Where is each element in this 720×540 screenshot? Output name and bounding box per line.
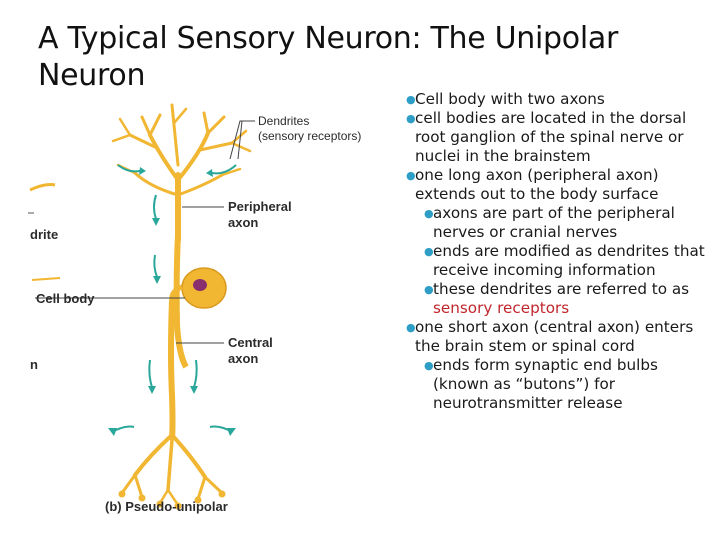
label-peripheral-axon: axon xyxy=(228,215,258,230)
peripheral-axon xyxy=(173,234,189,369)
bullet-text: these dendrites are referred to as xyxy=(433,280,690,298)
left-panel-fragment xyxy=(31,277,61,281)
bullet-text: Cell body with two axons xyxy=(415,90,605,108)
label-central: Central xyxy=(228,335,273,350)
bullet-list: ●Cell body with two axons ●cell bodies a… xyxy=(398,90,716,413)
axon-terminals xyxy=(120,433,224,507)
impulse-arrowheads xyxy=(108,167,236,436)
bullet-text: one long axon (peripheral axon) extends … xyxy=(415,166,659,203)
bullet-text: cell bodies are located in the dorsal ro… xyxy=(415,109,687,165)
neuron-figure: Dendrites (sensory receptors) Peripheral… xyxy=(0,95,390,525)
synaptic-end-bulbs xyxy=(118,490,226,510)
figure-caption: (b) Pseudo-unipolar xyxy=(105,499,228,514)
bullet-text: ends are modified as dendrites that rece… xyxy=(433,242,705,279)
bullet-text: one short axon (central axon) enters the… xyxy=(415,318,694,355)
label-cell-body: Cell body xyxy=(36,291,95,306)
bullet-item: ●cell bodies are located in the dorsal r… xyxy=(406,109,687,165)
sub-bullet-item: ●axons are part of the peripheral nerves… xyxy=(424,204,675,241)
sub-bullet-item: ●ends form synaptic end bulbs (known as … xyxy=(424,356,658,412)
left-panel-dendrite-fragment xyxy=(29,183,56,192)
central-axon xyxy=(168,299,176,441)
label-dendrites: Dendrites xyxy=(258,114,309,128)
label-leader-lines xyxy=(35,120,255,344)
sub-bullet-item: ●ends are modified as dendrites that rec… xyxy=(424,242,705,279)
label-peripheral: Peripheral xyxy=(228,199,292,214)
pseudo-unipolar-neuron-diagram: Dendrites (sensory receptors) Peripheral… xyxy=(28,103,361,514)
label-sensory-receptors: (sensory receptors) xyxy=(258,129,361,143)
sub-bullet-item: ●these dendrites are referred to as sens… xyxy=(424,280,690,317)
bullet-item: ●Cell body with two axons xyxy=(406,90,605,108)
bullet-item: ●one short axon (central axon) enters th… xyxy=(406,318,694,355)
nucleus xyxy=(193,279,207,291)
bullet-item: ●one long axon (peripheral axon) extends… xyxy=(406,166,659,203)
highlight-sensory-receptors: sensory receptors xyxy=(433,299,570,317)
label-left-drite: drite xyxy=(30,227,58,242)
bullet-text: ends form synaptic end bulbs (known as “… xyxy=(433,356,658,412)
label-left-n: n xyxy=(30,357,38,372)
label-central-axon: axon xyxy=(228,351,258,366)
bullet-text: axons are part of the peripheral nerves … xyxy=(433,204,675,241)
slide-title: A Typical Sensory Neuron: The Unipolar N… xyxy=(38,21,619,93)
